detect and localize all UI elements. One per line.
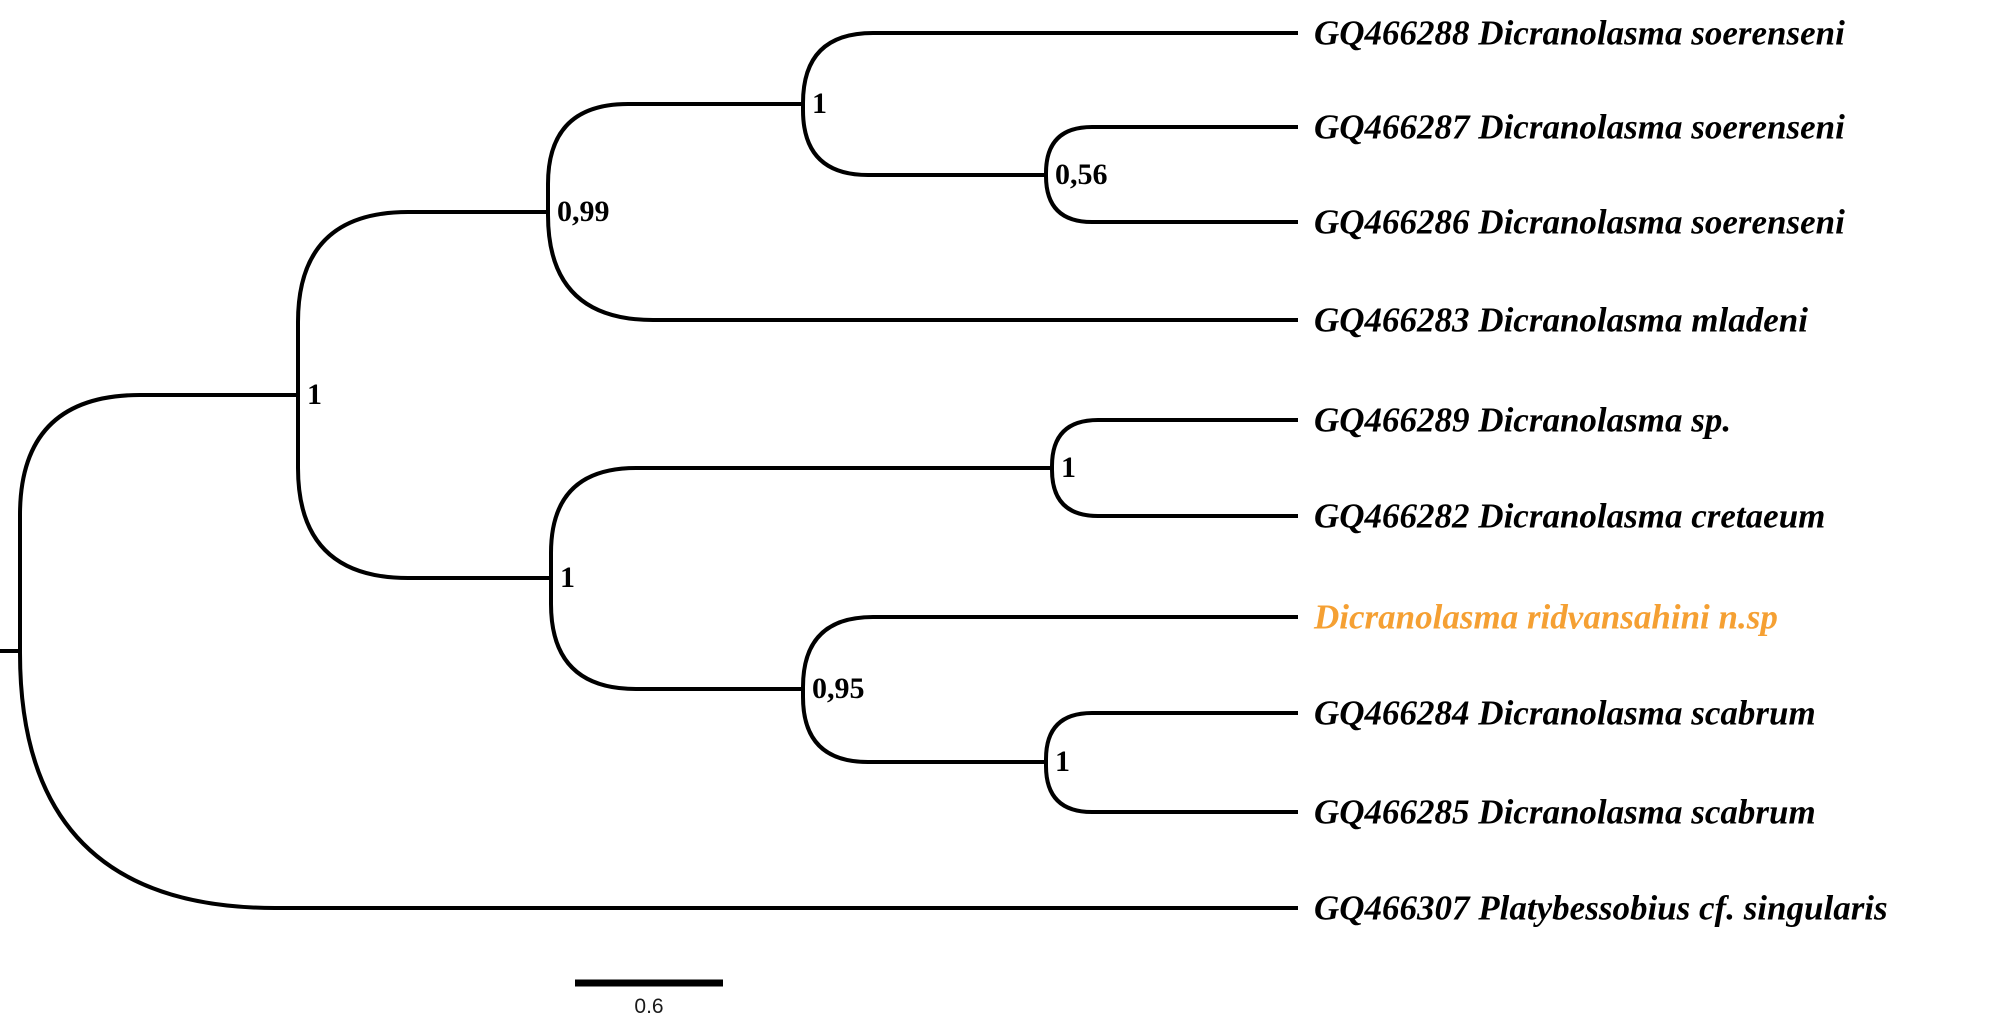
taxon-label-t288: GQ466288 Dicranolasma soerenseni [1314, 14, 1845, 53]
support-value-nA: 1 [307, 378, 322, 411]
support-value-nH: 1 [1055, 745, 1070, 778]
taxon-label-highlighted-tridvan: Dicranolasma ridvansahini n.sp [1313, 598, 1778, 637]
scale-bar-label: 0.6 [634, 995, 663, 1018]
branch-t287 [1044, 125, 1298, 175]
branch-t289 [1050, 418, 1298, 468]
scale-bar: 0.6 [575, 979, 723, 1018]
branch-t288 [801, 31, 1298, 105]
taxon-label-t285: GQ466285 Dicranolasma scabrum [1314, 793, 1816, 832]
node-support-labels: 1 0,99 1 0,56 1 1 0,95 1 [307, 87, 1108, 778]
branch-t307 [18, 651, 1298, 910]
taxon-label-t289: GQ466289 Dicranolasma sp. [1314, 401, 1731, 440]
taxon-label-t286: GQ466286 Dicranolasma soerenseni [1314, 203, 1845, 242]
taxon-label-t283: GQ466283 Dicranolasma mladeni [1314, 301, 1808, 340]
branch-nD [801, 104, 1046, 177]
branch-t284 [1044, 711, 1298, 762]
branch-nC [546, 102, 803, 212]
branch-nG [549, 578, 803, 691]
taxon-label-t287: GQ466287 Dicranolasma soerenseni [1314, 108, 1845, 147]
support-value-nE: 1 [560, 561, 575, 594]
taxon-label-t307: GQ466307 Platybessobius cf. singularis [1314, 889, 1888, 928]
support-value-nC: 1 [812, 87, 827, 120]
taxon-labels: GQ466288 Dicranolasma soerenseniGQ466287… [1313, 14, 1888, 928]
branch-t282 [1050, 468, 1298, 518]
taxon-label-t282: GQ466282 Dicranolasma cretaeum [1314, 497, 1825, 536]
support-value-nF: 1 [1061, 451, 1076, 484]
support-value-nB: 0,99 [557, 195, 610, 228]
branch-nA [18, 393, 298, 651]
support-value-nD: 0,56 [1055, 158, 1108, 191]
tree-branches [0, 31, 1298, 910]
branch-tridvan [801, 615, 1298, 689]
branch-nH [801, 689, 1046, 764]
taxon-label-t284: GQ466284 Dicranolasma scabrum [1314, 694, 1816, 733]
branch-nB [296, 210, 548, 395]
branch-t285 [1044, 762, 1298, 814]
branch-t283 [546, 212, 1298, 322]
branch-nF [549, 466, 1052, 578]
branch-nE [296, 395, 551, 580]
branch-t286 [1044, 174, 1298, 224]
support-value-nG: 0,95 [812, 672, 865, 705]
